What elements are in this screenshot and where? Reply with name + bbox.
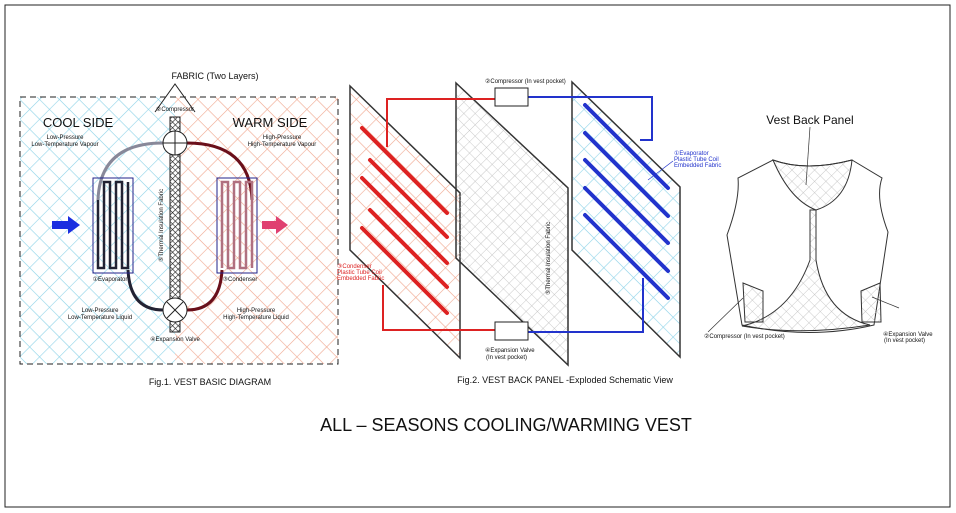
fig2-caption: Fig.2. VEST BACK PANEL -Exploded Schemat… bbox=[457, 375, 673, 385]
page-border bbox=[4, 4, 951, 508]
compressor-box bbox=[494, 87, 529, 107]
cool-air-arrow-icon bbox=[52, 216, 80, 234]
svg-text:③Condenser: ③Condenser bbox=[337, 263, 372, 270]
evaporator-coil bbox=[96, 180, 130, 270]
condenser-coil bbox=[360, 126, 449, 315]
blue-pipe-top bbox=[528, 96, 653, 141]
svg-text:High-Pressure: High-Pressure bbox=[237, 308, 276, 314]
evaporator-coil bbox=[583, 103, 670, 300]
svg-text:High-Pressure: High-Pressure bbox=[263, 135, 302, 141]
cool-side-label: COOL SIDE bbox=[43, 115, 114, 130]
fig2-exploded-view: ②Compressor (In vest pocket) ④Expansion … bbox=[337, 78, 721, 385]
insulation-label: ⑤Thermal Insulation Fabric bbox=[158, 189, 165, 262]
condenser-label: ③Condenser bbox=[223, 276, 258, 283]
lp-vapour-pipe bbox=[96, 141, 164, 201]
svg-text:Plastic Tube Coil: Plastic Tube Coil bbox=[337, 270, 382, 276]
fabric-label: FABRIC (Two Layers) bbox=[171, 71, 258, 81]
fig1-basic-diagram: FABRIC (Two Layers) COOL SIDE WARM SIDE … bbox=[19, 71, 339, 387]
condenser-box bbox=[216, 177, 258, 274]
vest-compressor-label: ②Compressor (In vest pocket) bbox=[704, 333, 785, 340]
main-title: ALL – SEASONS COOLING/WARMING VEST bbox=[320, 415, 692, 435]
evaporator-label: ①Evaporator bbox=[93, 276, 128, 283]
expansion-valve-box bbox=[494, 321, 529, 341]
svg-text:①Evaporator: ①Evaporator bbox=[674, 150, 709, 157]
svg-text:High-Temperature Vapour: High-Temperature Vapour bbox=[248, 142, 317, 148]
svg-text:High-Temperature Liquid: High-Temperature Liquid bbox=[223, 315, 289, 321]
expansion-valve-label: ④Expansion Valve bbox=[150, 336, 200, 343]
red-pipe-top bbox=[386, 98, 495, 147]
left-pocket bbox=[742, 282, 764, 323]
svg-text:(In vest pocket): (In vest pocket) bbox=[884, 338, 925, 344]
red-pipe-bottom bbox=[382, 285, 495, 331]
svg-text:(In vest pocket): (In vest pocket) bbox=[486, 355, 527, 361]
lp-liquid-pipe bbox=[126, 269, 164, 312]
vest-outline bbox=[726, 159, 889, 333]
compressor-label: ②Compressor bbox=[156, 106, 194, 113]
vest-title: Vest Back Panel bbox=[766, 113, 853, 127]
evaporator-box bbox=[92, 177, 134, 274]
hp-liquid-pipe bbox=[186, 269, 224, 312]
blue-pipe-bottom bbox=[528, 278, 644, 333]
fig2-insulation-label: ⑤Thermal Insulation Fabric bbox=[545, 222, 552, 295]
svg-text:Low-Pressure: Low-Pressure bbox=[81, 308, 119, 314]
svg-text:④Expansion Valve: ④Expansion Valve bbox=[883, 331, 933, 338]
evaporator-panel bbox=[571, 80, 681, 359]
insulation-fabric bbox=[169, 116, 181, 333]
fig1-frame bbox=[19, 96, 339, 365]
right-pocket bbox=[860, 282, 882, 323]
svg-text:④Expansion Valve: ④Expansion Valve bbox=[485, 347, 535, 354]
fabric-pointer bbox=[154, 83, 196, 113]
warm-side-label: WARM SIDE bbox=[233, 115, 308, 130]
fig3-vest: Vest Back Panel ②Compressor (In vest poc… bbox=[704, 113, 933, 344]
svg-text:Plastic Tube Coil: Plastic Tube Coil bbox=[674, 157, 719, 163]
insulation-panel bbox=[455, 81, 569, 367]
condenser-coil bbox=[220, 180, 254, 270]
fig2-compressor-label: ②Compressor (In vest pocket) bbox=[485, 78, 566, 85]
svg-text:Embedded Fabric: Embedded Fabric bbox=[337, 276, 384, 282]
svg-text:Low-Pressure: Low-Pressure bbox=[46, 135, 84, 141]
svg-text:Low-Temperature Liquid: Low-Temperature Liquid bbox=[68, 315, 132, 321]
svg-text:Embedded Fabric: Embedded Fabric bbox=[674, 163, 721, 169]
warm-air-arrow-icon bbox=[262, 216, 288, 234]
fig1-caption: Fig.1. VEST BASIC DIAGRAM bbox=[149, 377, 271, 387]
svg-text:Low-Temperature Vapour: Low-Temperature Vapour bbox=[31, 142, 98, 148]
